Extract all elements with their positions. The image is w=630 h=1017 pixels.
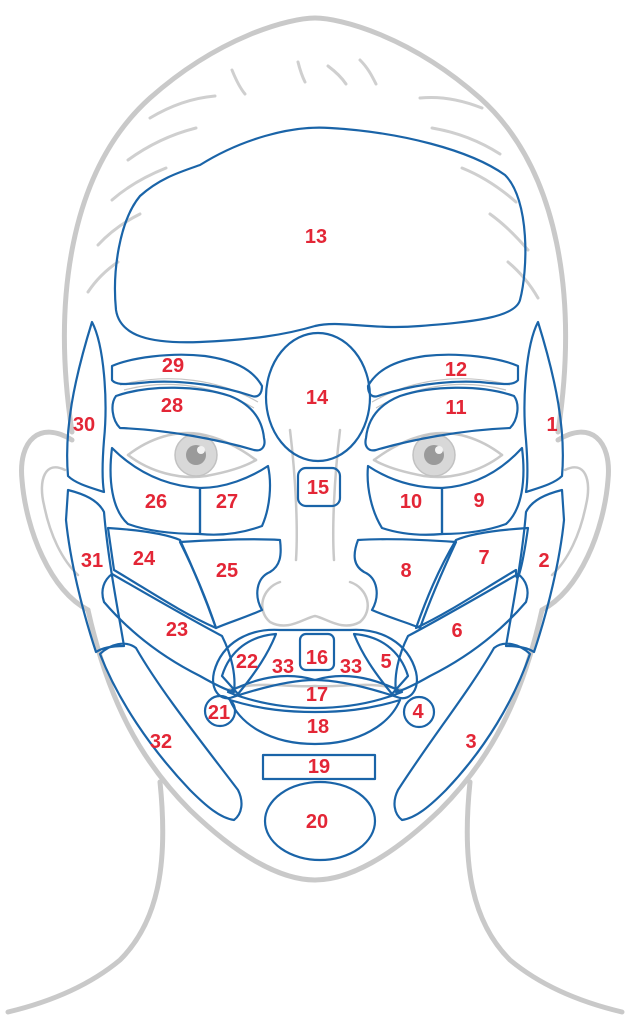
zone-label-31: 31 [81,550,103,572]
zone-label-16: 16 [306,647,328,669]
nose-base [262,582,367,626]
zone-label-19: 19 [308,756,330,778]
zone-label-9: 9 [473,490,484,512]
zone-label-28: 28 [161,395,183,417]
neck-left [8,782,163,1012]
zone-label-29: 29 [162,355,184,377]
zone-label-33-right: 33 [340,656,362,678]
zone-label-24: 24 [133,548,156,570]
zone-label-15: 15 [307,477,329,499]
zone-label-4: 4 [412,701,424,723]
region-25 [180,539,281,628]
zone-label-7: 7 [478,547,489,569]
left-eye [120,379,258,477]
zone-label-26: 26 [145,491,167,513]
zone-label-21: 21 [208,702,230,724]
zone-label-30: 30 [73,414,95,436]
region-24 [108,528,216,628]
zone-label-17: 17 [306,684,328,706]
zone-label-32: 32 [150,731,172,753]
head-contour [64,18,565,432]
left-ear [22,432,88,610]
zone-label-27: 27 [216,491,238,513]
zone-label-11: 11 [445,397,466,419]
zone-label-2: 2 [538,550,549,572]
zone-label-22: 22 [236,651,258,673]
region-30 [67,322,105,492]
region-1 [525,322,563,492]
zone-label-6: 6 [451,620,462,642]
zone-label-10: 10 [400,491,422,513]
right-ear [542,432,608,610]
zone-label-8: 8 [400,560,411,582]
right-eye [372,379,510,477]
zone-label-18: 18 [307,716,329,738]
zone-label-20: 20 [306,811,328,833]
zone-label-25: 25 [216,560,238,582]
zone-label-3: 3 [465,731,476,753]
zone-label-33-left: 33 [272,656,294,678]
neck-right [467,782,622,1012]
left-jaw [88,610,315,880]
zone-label-13: 13 [305,226,327,248]
face-outline [8,18,622,1012]
zone-label-23: 23 [166,619,188,641]
zone-label-14: 14 [306,387,329,409]
zone-label-5: 5 [380,651,391,673]
zone-label-1: 1 [546,414,557,436]
nose-bridge-left [290,430,297,560]
zone-label-12: 12 [445,359,467,381]
